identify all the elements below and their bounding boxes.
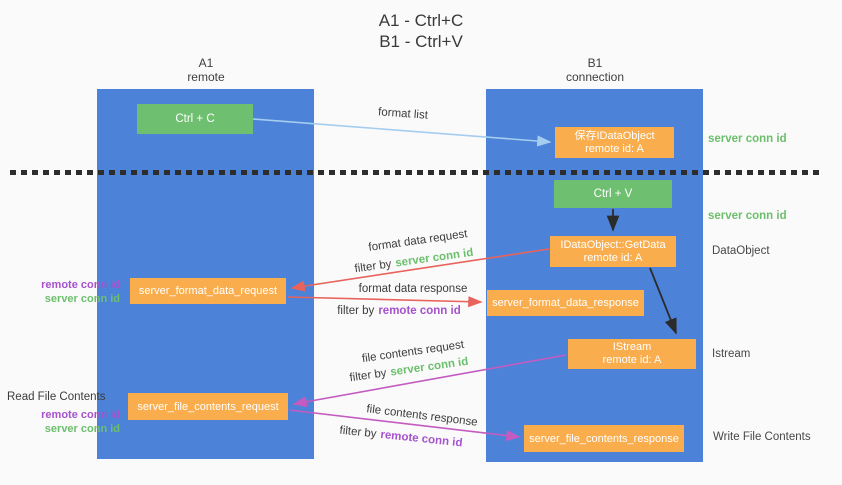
node-idataobject-getdata: IDataObject::GetData remote id: A bbox=[550, 236, 676, 267]
label-server-conn-id-mid: server conn id bbox=[708, 210, 787, 222]
node-istream: IStream remote id: A bbox=[568, 339, 696, 369]
node-file-response-label: server_file_contents_response bbox=[529, 432, 679, 445]
arrow-format-data-response bbox=[287, 296, 483, 308]
node-ctrl-v: Ctrl + V bbox=[554, 180, 672, 208]
label-file-contents-response: file contents response bbox=[365, 403, 479, 429]
node-server-format-data-request: server_format_data_request bbox=[130, 278, 286, 304]
title-line-2: B1 - Ctrl+V bbox=[379, 32, 463, 51]
node-save-idataobject-line1: 保存IDataObject bbox=[574, 129, 655, 142]
lane-header-a1: A1 remote bbox=[126, 56, 286, 84]
label-remote-conn-id: remote conn id bbox=[41, 279, 120, 291]
node-server-format-data-response: server_format_data_response bbox=[487, 290, 644, 316]
label-istream: Istream bbox=[712, 348, 751, 360]
filter-prefix: filter by bbox=[338, 424, 378, 441]
lane-b1-subtitle: connection bbox=[565, 70, 625, 84]
node-getdata-line2: remote id: A bbox=[583, 251, 643, 264]
filter-prefix: filter by bbox=[348, 367, 388, 385]
phase-separator-line bbox=[10, 170, 824, 175]
filter-key-remote-conn-id: remote conn id bbox=[379, 428, 464, 450]
lane-a1-title: A1 bbox=[198, 56, 214, 70]
node-ctrl-c-label: Ctrl + C bbox=[175, 113, 215, 125]
lane-header-b1: B1 connection bbox=[515, 56, 675, 84]
label-write-file-contents: Write File Contents bbox=[713, 431, 811, 443]
node-ctrl-c: Ctrl + C bbox=[137, 104, 253, 134]
node-getdata-line1: IDataObject::GetData bbox=[560, 238, 666, 251]
label-server-conn-id: server conn id bbox=[44, 423, 120, 435]
label-remote-conn-id: remote conn id bbox=[41, 409, 120, 421]
label-format-data-response: format data response bbox=[358, 283, 468, 295]
filter-key-server-conn-id: server conn id bbox=[394, 246, 475, 270]
node-format-request-label: server_format_data_request bbox=[138, 285, 278, 297]
left-conn-id-pair-bottom: remote conn id server conn id bbox=[0, 408, 120, 436]
label-read-file-contents: Read File Contents bbox=[7, 391, 106, 403]
node-istream-line2: remote id: A bbox=[602, 354, 662, 366]
node-save-idataobject: 保存IDataObject remote id: A bbox=[555, 127, 674, 158]
lane-b1-title: B1 bbox=[587, 56, 603, 70]
label-dataobject: DataObject bbox=[712, 245, 770, 257]
filter-key-remote-conn-id: remote conn id bbox=[378, 305, 461, 317]
node-istream-line1: IStream bbox=[612, 341, 652, 353]
label-server-conn-id-top: server conn id bbox=[708, 133, 787, 145]
node-ctrl-v-label: Ctrl + V bbox=[593, 188, 633, 200]
left-conn-id-pair-top: remote conn id server conn id bbox=[0, 278, 120, 306]
node-server-file-contents-request: server_file_contents_request bbox=[128, 393, 288, 420]
node-save-idataobject-line2: remote id: A bbox=[585, 142, 644, 155]
node-file-request-label: server_file_contents_request bbox=[137, 400, 279, 413]
diagram-title: A1 - Ctrl+C B1 - Ctrl+V bbox=[0, 10, 842, 52]
lane-a1-subtitle: remote bbox=[187, 70, 225, 84]
title-line-1: A1 - Ctrl+C bbox=[378, 11, 464, 30]
label-server-conn-id: server conn id bbox=[44, 293, 120, 305]
filter-prefix: filter by bbox=[353, 258, 393, 276]
node-server-file-contents-response: server_file_contents_response bbox=[524, 425, 684, 452]
node-format-response-label: server_format_data_response bbox=[492, 297, 639, 309]
label-format-list: format list bbox=[377, 106, 429, 122]
filter-prefix: filter by bbox=[337, 305, 375, 317]
